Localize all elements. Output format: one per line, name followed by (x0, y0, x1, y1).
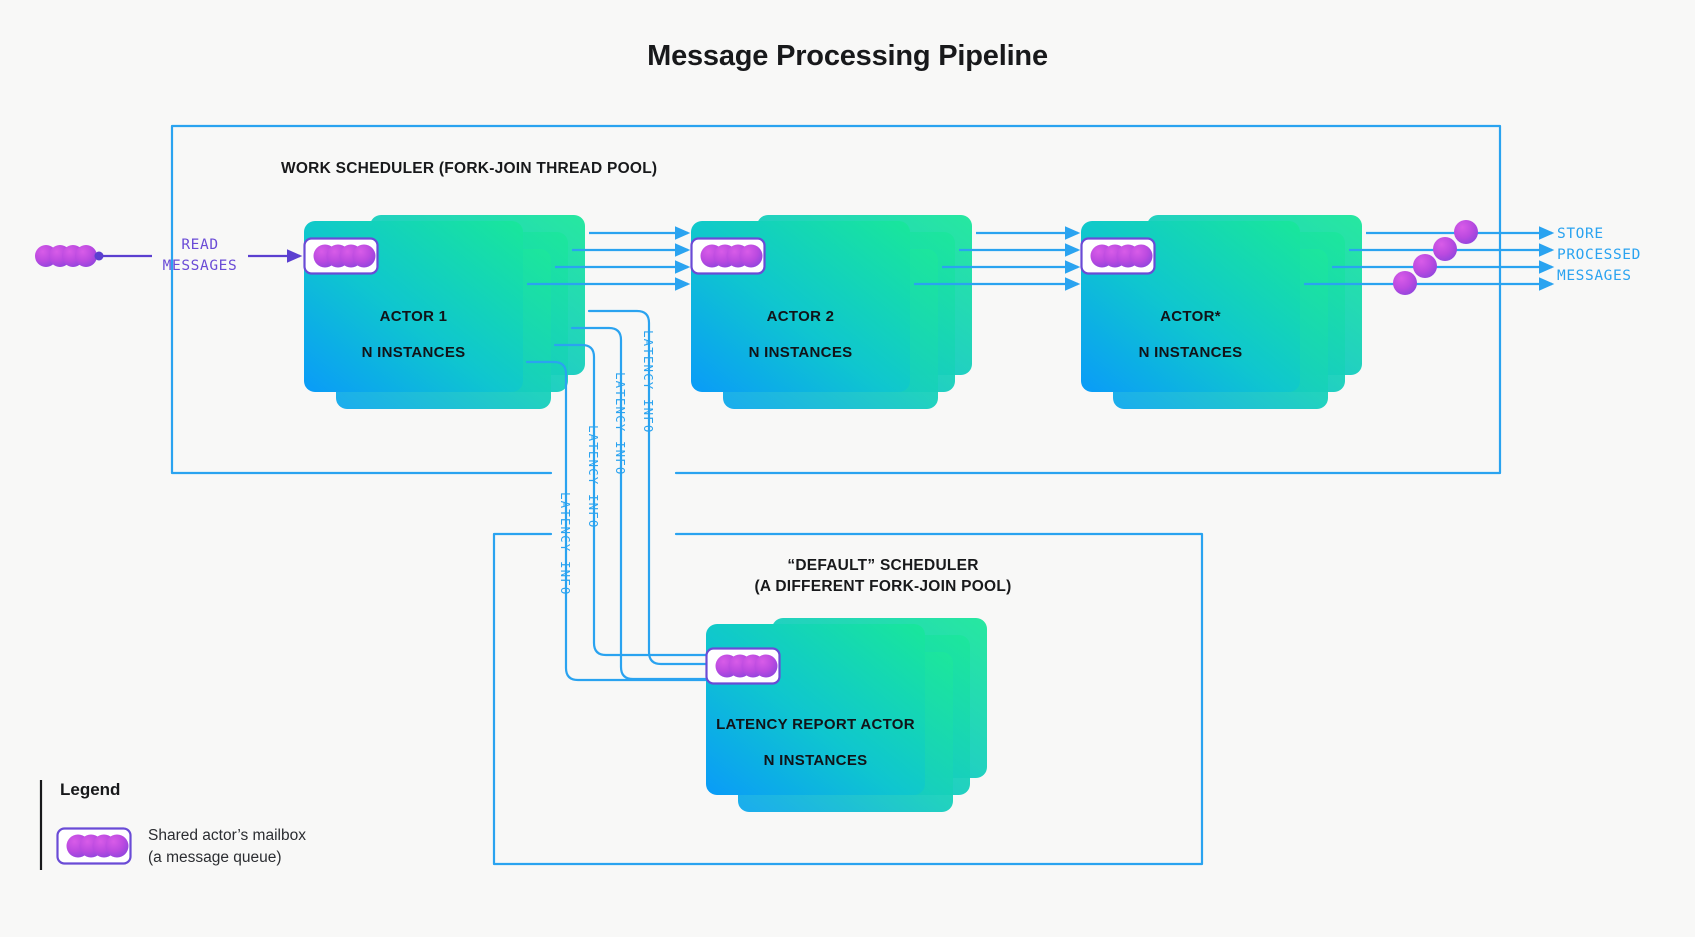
actor-2-name: ACTOR 2 (766, 308, 835, 325)
legend-item-line2: (a message queue) (148, 849, 282, 866)
actor-2-card-stack (691, 215, 972, 409)
latency-info-label-1: LATENCY INFO (641, 330, 656, 434)
read-messages-label-line1: READ (181, 237, 219, 253)
actor-2-mailbox (690, 237, 766, 275)
store-messages-label-line1: STORE (1557, 226, 1604, 242)
actor-2-instances: N INSTANCES (748, 344, 853, 361)
flow-arrows-output (1304, 220, 1555, 295)
input-message-queue (35, 245, 97, 267)
actor-1-instances: N INSTANCES (361, 344, 466, 361)
latency-report-actor-card-stack (706, 618, 987, 812)
work-scheduler-container (170, 124, 1502, 475)
work-scheduler-label: WORK SCHEDULER (FORK-JOIN THREAD POOL) (281, 160, 658, 177)
actor-star-name: ACTOR* (1160, 308, 1221, 325)
default-scheduler-label-line1: “DEFAULT” SCHEDULER (787, 557, 979, 574)
read-messages-connector (94, 249, 303, 263)
latency-report-actor-name: LATENCY REPORT ACTOR (716, 716, 915, 733)
store-messages-label-line2: PROCESSED (1557, 247, 1641, 263)
read-messages-label-line2: MESSAGES (162, 258, 238, 274)
legend-item-line1: Shared actor’s mailbox (148, 827, 306, 844)
latency-info-label-2: LATENCY INFO (613, 372, 628, 476)
default-scheduler-container (492, 532, 1204, 866)
latency-report-actor-instances: N INSTANCES (763, 752, 868, 769)
legend-title: Legend (60, 780, 121, 799)
actor-star-card-stack (1081, 215, 1362, 409)
store-messages-label-line3: MESSAGES (1557, 268, 1632, 284)
flow-arrows-actor1-actor2 (527, 226, 691, 291)
actor-1-mailbox (303, 237, 379, 275)
latency-info-label-3: LATENCY INFO (586, 425, 601, 529)
flow-arrows-actor2-actorstar (914, 226, 1081, 291)
legend-mailbox-swatch (56, 827, 132, 865)
latency-info-label-4: LATENCY INFO (558, 492, 573, 596)
page-title: Message Processing Pipeline (647, 40, 1048, 72)
actor-star-mailbox (1080, 237, 1156, 275)
actor-1-name: ACTOR 1 (379, 308, 448, 325)
default-scheduler-label-line2: (A DIFFERENT FORK-JOIN POOL) (754, 578, 1012, 595)
latency-report-actor-mailbox (705, 647, 781, 685)
latency-info-routes (525, 309, 708, 682)
actor-star-instances: N INSTANCES (1138, 344, 1243, 361)
